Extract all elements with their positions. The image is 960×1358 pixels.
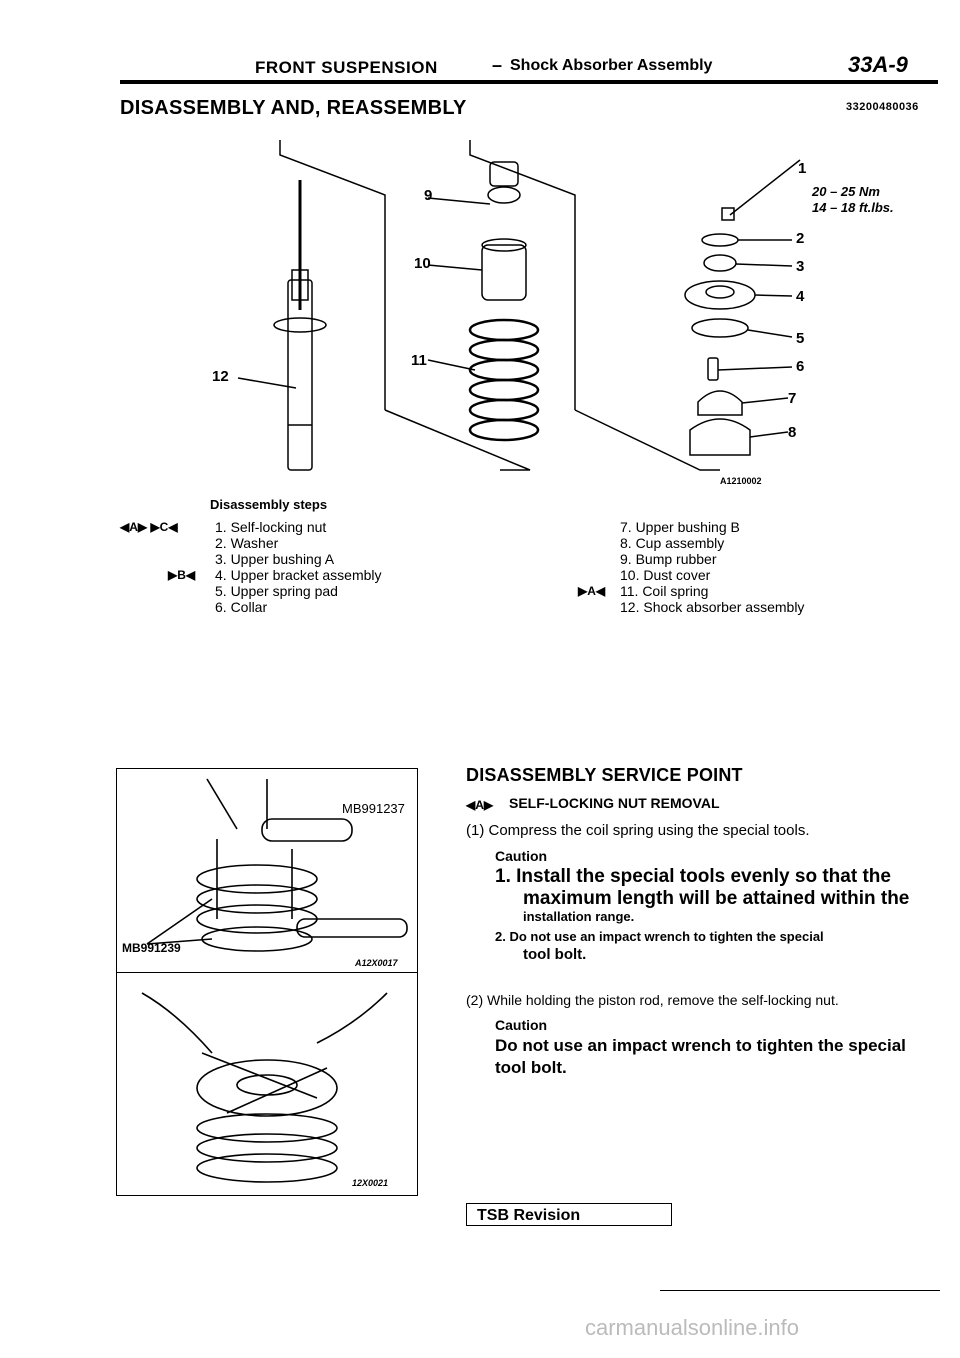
- part-label-11: 11: [411, 352, 427, 369]
- step-item: 4. Upper bracket assembly: [215, 567, 382, 583]
- part-label-6: 6: [796, 358, 805, 375]
- step-mark: ◀A▶ ▶C◀: [120, 520, 178, 534]
- instruction-2: (2) While holding the piston rod, remove…: [466, 992, 839, 1008]
- step-mark: ▶A◀: [578, 584, 606, 598]
- caution-label: Caution: [495, 1017, 548, 1033]
- step-item: 7. Upper bushing B: [620, 519, 740, 535]
- steps-title: Disassembly steps: [210, 497, 328, 512]
- caution-label: Caution: [495, 848, 548, 864]
- part-label-1: 1: [798, 160, 807, 177]
- footer-rule: [660, 1290, 940, 1291]
- step-item: 9. Bump rubber: [620, 551, 717, 567]
- figure-nut-removal: [116, 972, 418, 1196]
- part-label-5: 5: [796, 330, 805, 347]
- service-mark: ◀A▶: [466, 798, 494, 812]
- part-label-9: 9: [424, 187, 433, 204]
- nut-removal-illustration: [141, 992, 388, 1183]
- watermark: carmanualsonline.info: [585, 1315, 800, 1340]
- part-label-3: 3: [796, 258, 805, 275]
- caution-text: 2. Do not use an impact wrench to tighte…: [495, 929, 824, 944]
- step-item: 2. Washer: [215, 535, 279, 551]
- caution-text: tool bolt.: [495, 1058, 567, 1077]
- tsb-revision: TSB Revision: [466, 1203, 672, 1226]
- step-item: 11. Coil spring: [620, 583, 709, 599]
- part-label-12: 12: [212, 368, 229, 385]
- torque-imperial: 14 – 18 ft.lbs.: [812, 200, 894, 215]
- torque-value: 20 – 25 Nm: [812, 184, 880, 199]
- step-item: 12. Shock absorber assembly: [620, 599, 805, 615]
- step-item: 6. Collar: [215, 599, 268, 615]
- header-rule: [120, 80, 938, 84]
- section-title: DISASSEMBLY AND, REASSEMBLY: [120, 97, 467, 119]
- step-mark: ▶B◀: [168, 568, 196, 582]
- tool-number-bottom: MB991239: [122, 941, 181, 955]
- exploded-diagram: [237, 140, 801, 471]
- header-dash: –: [492, 55, 503, 75]
- step-item: 1. Self-locking nut: [215, 519, 327, 535]
- part-label-7: 7: [788, 390, 797, 407]
- figure-code-top: A12X0017: [355, 958, 398, 968]
- figure-code: A1210002: [720, 476, 762, 486]
- section-code: 33200480036: [846, 101, 919, 113]
- spring-compressor-illustration: [146, 778, 408, 952]
- part-label-2: 2: [796, 230, 805, 247]
- page-number: 33A-9: [848, 52, 908, 77]
- service-title: DISASSEMBLY SERVICE POINT: [466, 765, 743, 785]
- header-subtitle: Shock Absorber Assembly: [510, 57, 713, 74]
- step-item: 5. Upper spring pad: [215, 583, 338, 599]
- step-item: 10. Dust cover: [620, 567, 711, 583]
- part-label-8: 8: [788, 424, 797, 441]
- header-title: FRONT SUSPENSION: [255, 58, 438, 77]
- instruction-1: (1) Compress the coil spring using the s…: [466, 822, 810, 839]
- part-label-4: 4: [796, 288, 805, 305]
- step-item: 8. Cup assembly: [620, 535, 725, 551]
- caution-text: installation range.: [523, 909, 635, 924]
- caution-text: Do not use an impact wrench to tighten t…: [495, 1036, 906, 1055]
- part-label-10: 10: [414, 255, 431, 272]
- figure-code-bottom: 12X0021: [352, 1178, 389, 1188]
- tool-number-top: MB991237: [342, 801, 405, 816]
- service-subtitle: SELF-LOCKING NUT REMOVAL: [509, 795, 720, 811]
- caution-text: tool bolt.: [523, 946, 587, 963]
- step-item: 3. Upper bushing A: [215, 551, 335, 567]
- caution-text: 1. Install the special tools evenly so t…: [495, 866, 891, 887]
- caution-text: maximum length will be attained within t…: [523, 888, 910, 909]
